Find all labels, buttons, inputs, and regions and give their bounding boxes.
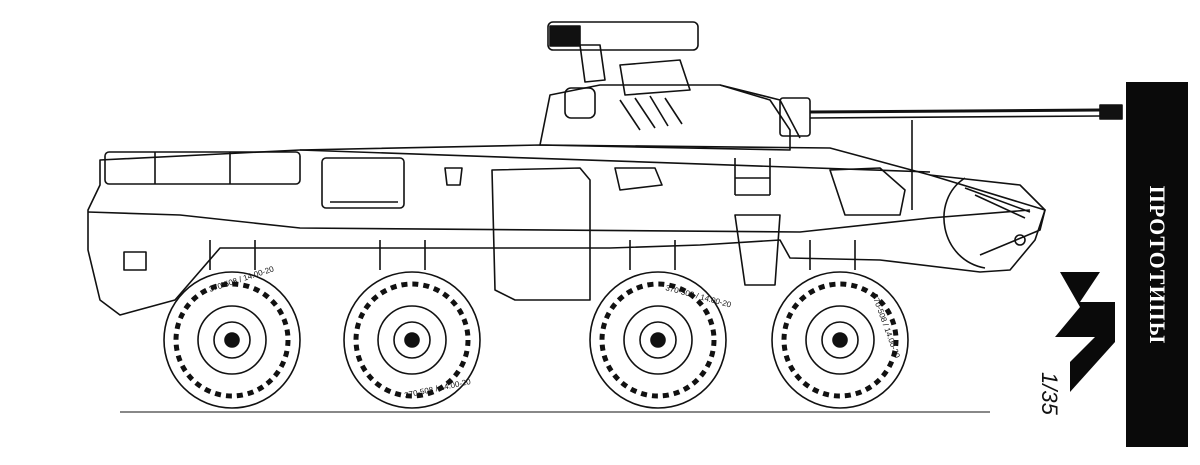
scale-label: 1/35 (1037, 372, 1062, 415)
suspension (209, 240, 856, 270)
tow-hook (1014, 234, 1026, 246)
rear-stowage-box (104, 151, 301, 185)
side-door (491, 167, 591, 301)
hull-upper-line (299, 149, 931, 173)
muzzle-brake (1099, 104, 1123, 120)
side-banner-text: ПРОТОТИПЫ (1145, 185, 1170, 344)
gun-barrel (809, 108, 1101, 114)
cupola (564, 87, 596, 119)
publisher-logo (1055, 272, 1115, 392)
wheel (343, 271, 481, 409)
hull-lower-line (87, 209, 1031, 233)
sight-block (619, 59, 691, 96)
cable (943, 177, 986, 269)
hull-outline (87, 144, 1046, 316)
atgm-launcher-tube (547, 21, 699, 51)
wheel (771, 271, 909, 409)
side-skirt (734, 214, 781, 286)
headlight-cluster (829, 167, 906, 216)
bow-detail (964, 187, 1031, 219)
bow-plate (929, 174, 1046, 256)
rear-lamp (123, 251, 147, 271)
ladder (734, 158, 771, 196)
atgm-launcher-cap (549, 25, 581, 47)
wheel (163, 271, 301, 409)
firing-port (614, 167, 663, 191)
turret-body (539, 84, 791, 151)
firing-port (444, 167, 463, 186)
turret-front (719, 84, 801, 139)
wheel (589, 271, 727, 409)
atgm-mount (579, 44, 606, 83)
side-hatch-rear (321, 157, 405, 209)
gun-mantlet (779, 97, 811, 137)
smoke-launchers (619, 95, 683, 131)
gun-barrel-lower (809, 115, 1101, 119)
side-banner: ПРОТОТИПЫ (1126, 82, 1188, 447)
